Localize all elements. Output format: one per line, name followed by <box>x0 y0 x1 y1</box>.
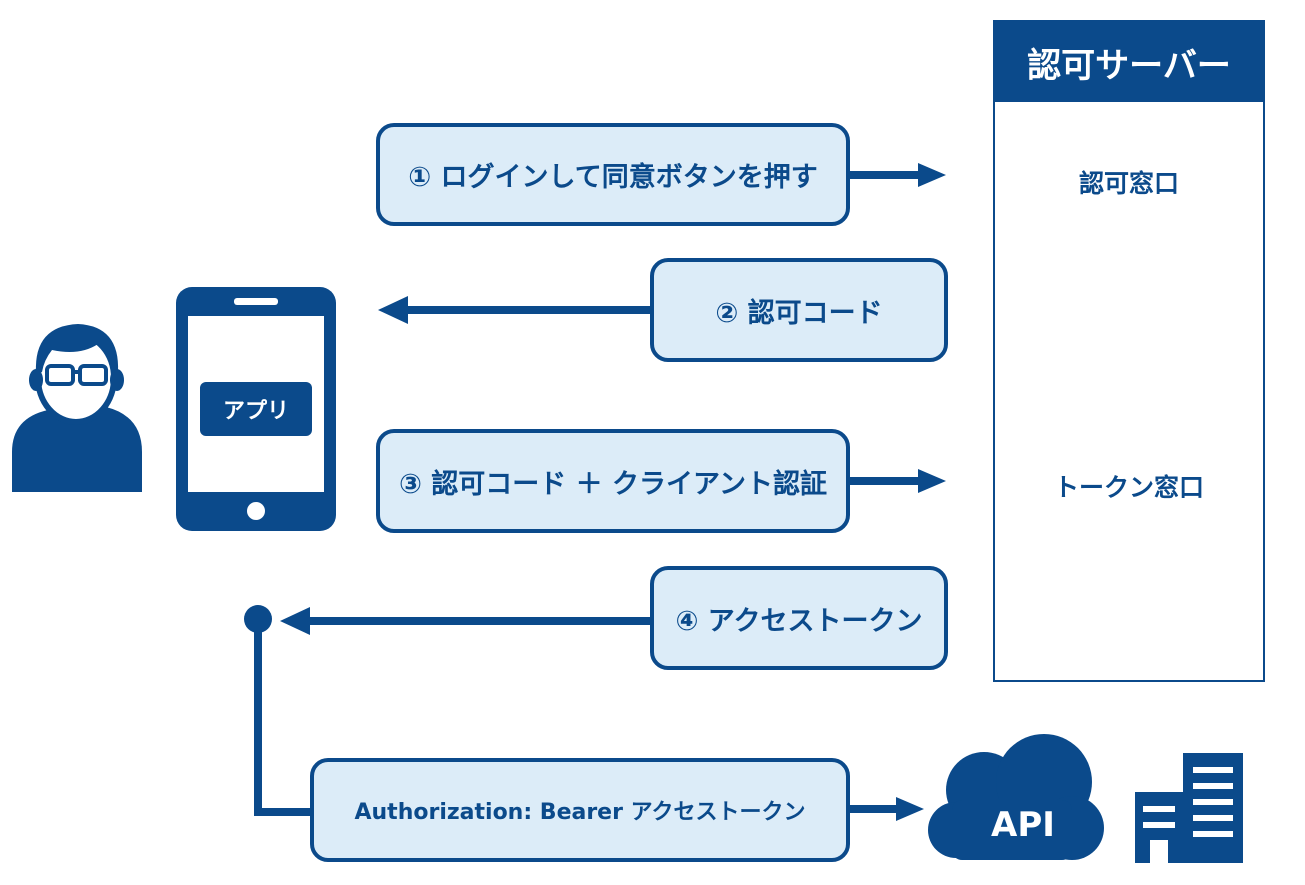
authorization-server-panel: 認可サーバー 認可窓口 トークン窓口 <box>993 20 1265 682</box>
arrow-api-request <box>850 797 924 821</box>
arrow-token-request <box>850 469 946 493</box>
step-api-request-box: Authorization: Bearer アクセストークン <box>310 758 850 862</box>
arrow-login-to-auth <box>850 163 946 187</box>
step-access-token-box: ④ アクセストークン <box>650 566 948 670</box>
auth-endpoint-label: 認可窓口 <box>1078 169 1179 198</box>
arrow-auth-code-to-app <box>378 296 652 324</box>
authorization-server-title: 認可サーバー <box>995 22 1263 102</box>
step-client-auth-box: ③ 認可コード ＋ クライアント認証 <box>376 429 850 533</box>
building-icon <box>1135 753 1243 863</box>
step-auth-code-box: ② 認可コード <box>650 258 948 362</box>
step-login-box: ① ログインして同意ボタンを押す <box>376 123 850 226</box>
connector-line <box>244 605 314 816</box>
app-label: アプリ <box>200 382 312 436</box>
arrow-access-token-to-app <box>280 607 652 635</box>
cloud-icon <box>928 734 1104 860</box>
user-icon <box>12 324 142 492</box>
token-endpoint-label: トークン窓口 <box>1053 473 1204 502</box>
api-label: API <box>991 805 1055 845</box>
